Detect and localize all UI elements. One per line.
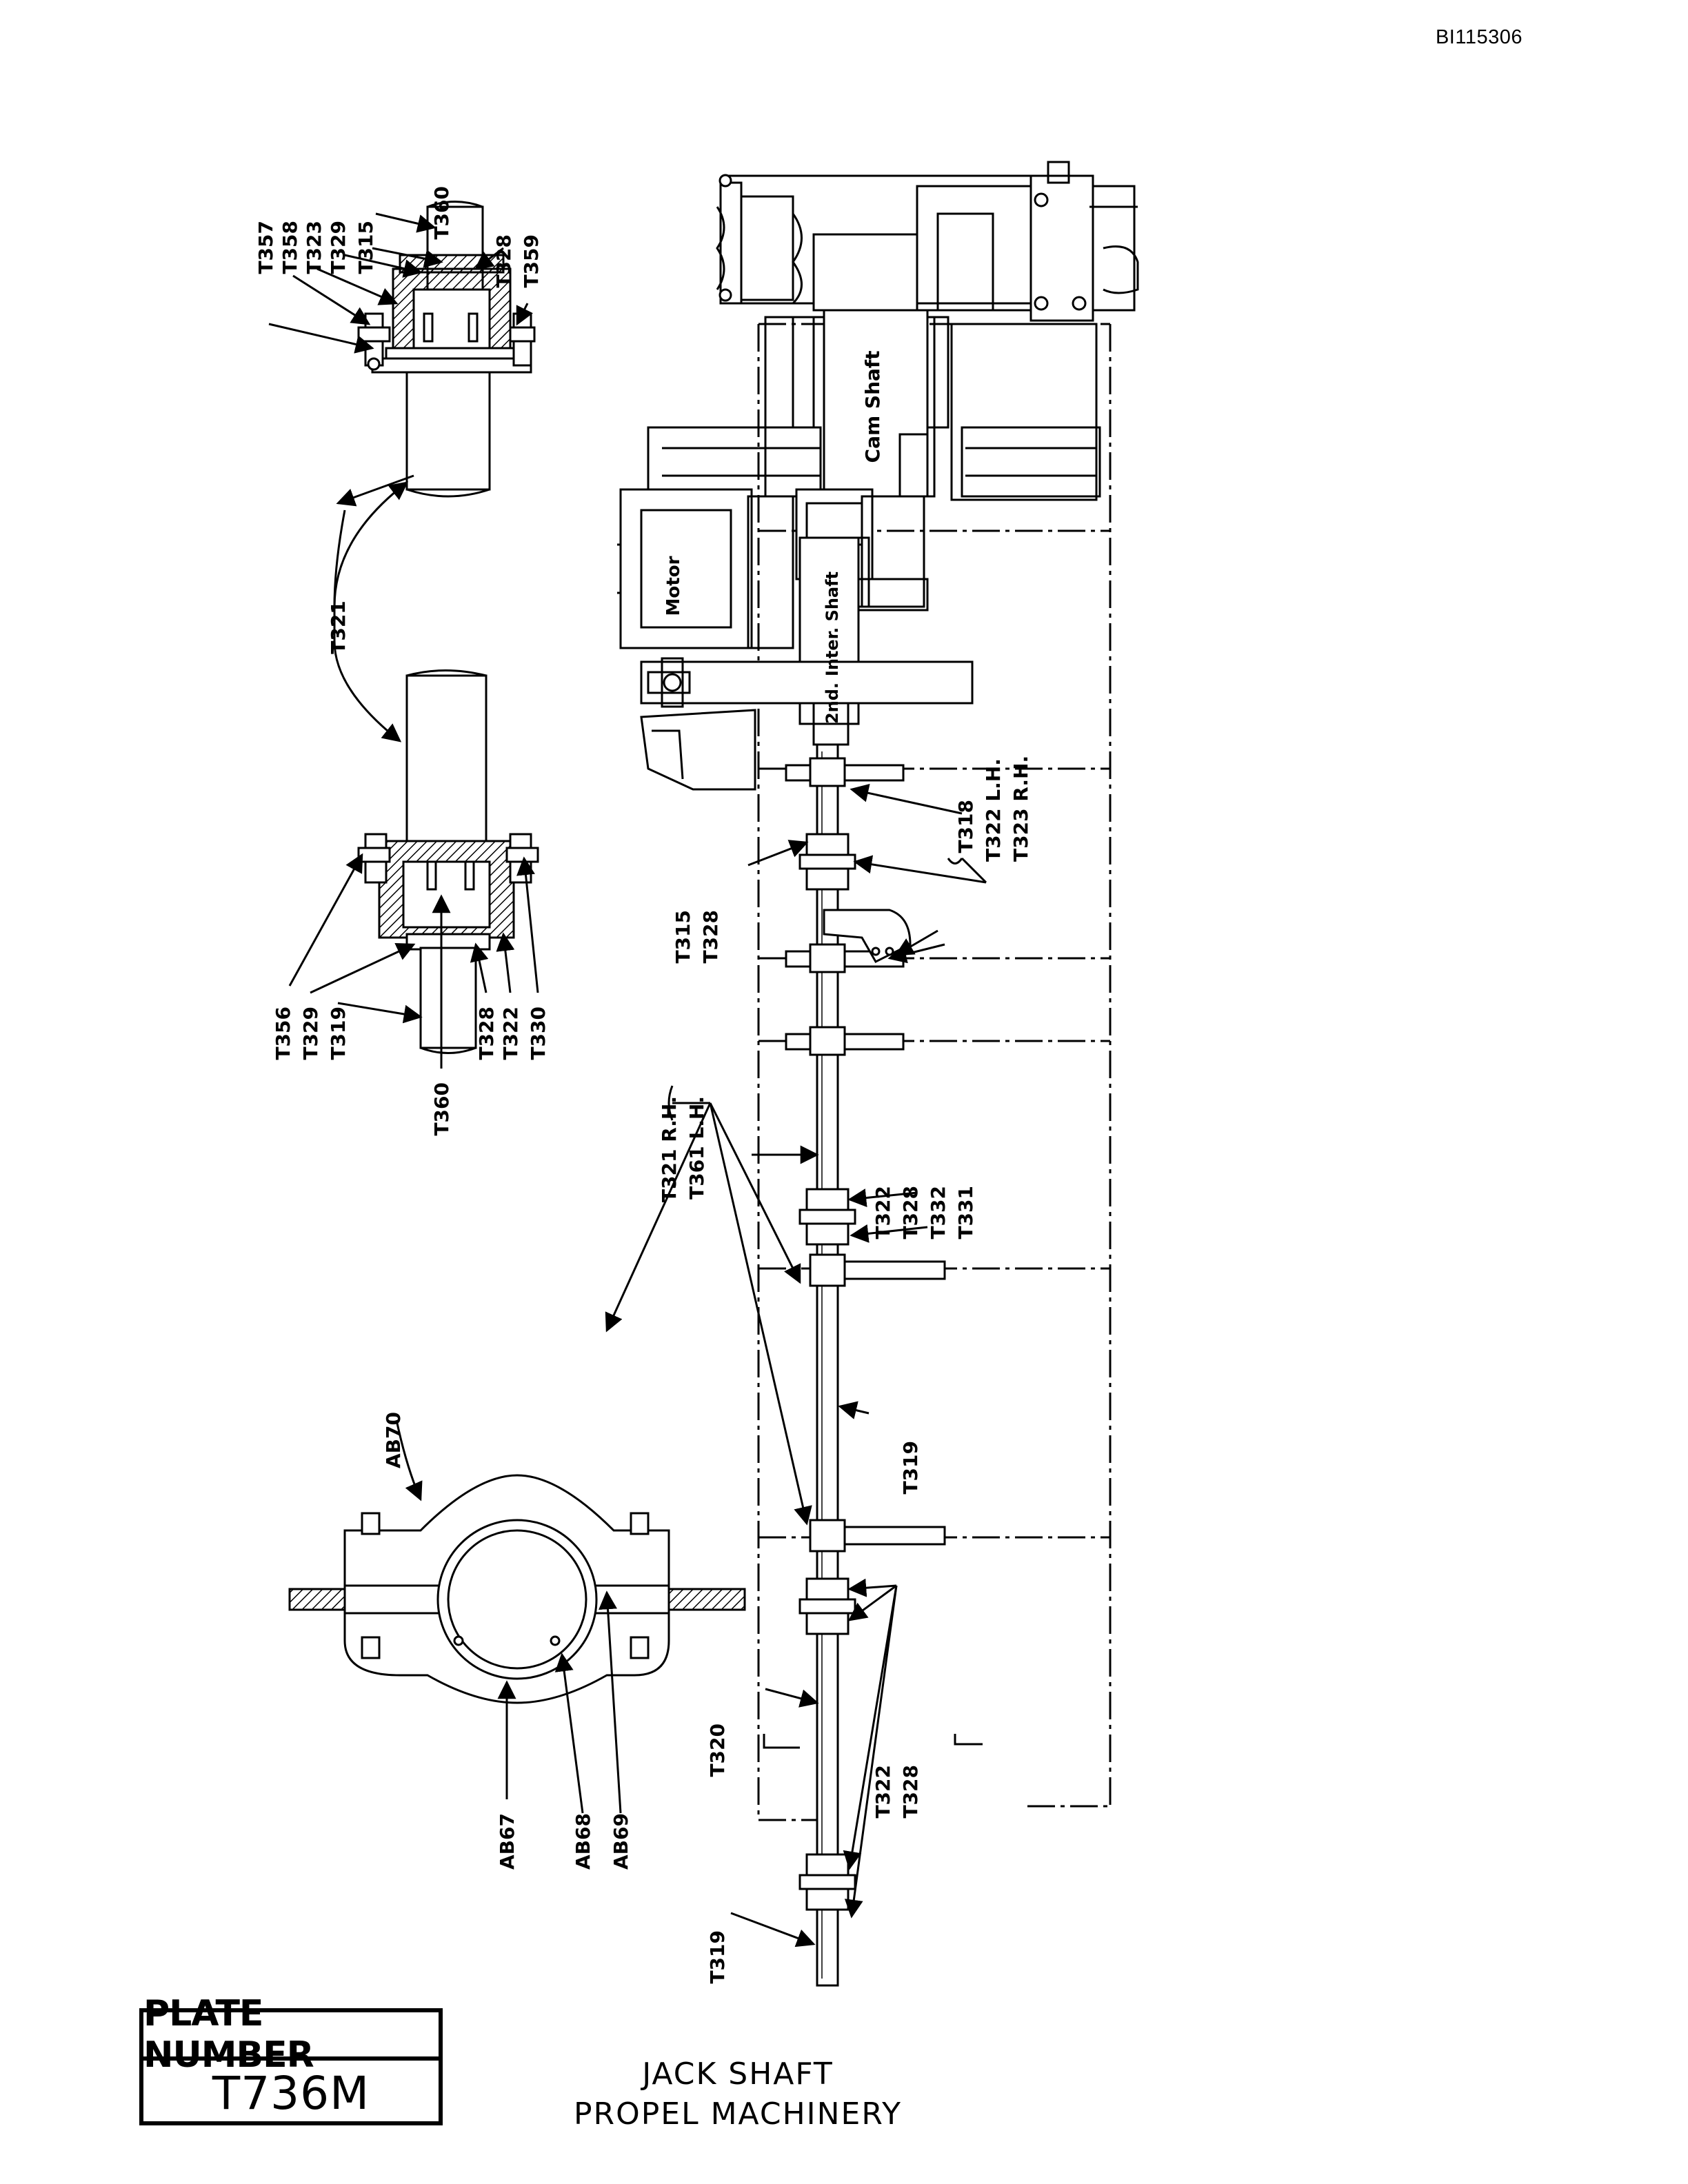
middle-detail [357, 669, 539, 1054]
main-leaders [605, 784, 987, 1948]
label-t322-mid: T322 [499, 1007, 522, 1060]
label-t319-mid: T319 [327, 1007, 350, 1060]
title-line-2: PROPEL MACHINERY [574, 2096, 902, 2132]
label-ab68: AB68 [572, 1813, 594, 1870]
label-t323: T323 [303, 221, 325, 274]
main-labels: T318 T322 L.H. T323 R.H. T315 T328 T321 … [658, 756, 1032, 1984]
label-t332: T332 [927, 1186, 950, 1240]
bearing-detail [288, 1474, 746, 1704]
second-inter-label: 2nd. [823, 682, 842, 724]
label-t357: T357 [254, 221, 277, 274]
drawing-title: JACK SHAFT PROPEL MACHINERY [538, 2054, 938, 2134]
label-ab67: AB67 [496, 1813, 519, 1870]
top-detail [357, 201, 536, 498]
label-t319-a: T319 [899, 1441, 922, 1495]
label-ab70: AB70 [382, 1412, 405, 1468]
frame-small-brackets [763, 1734, 983, 1749]
motor-label: Motor [663, 556, 684, 616]
label-t360-mid: T360 [430, 1082, 453, 1136]
plate-number-box: PLATE NUMBER T736M [139, 1993, 443, 2125]
label-t359: T359 [520, 234, 543, 288]
plate-number: T736M [212, 2066, 370, 2120]
middle-detail-leaders [288, 481, 539, 1069]
bearing-detail-labels: AB70 AB67 AB68 AB69 [382, 1412, 632, 1870]
label-t358: T358 [279, 221, 301, 274]
cam-shaft-label: Cam Shaft [861, 351, 884, 463]
label-t328-c: T328 [899, 1765, 922, 1819]
inter-shaft-label: Inter. Shaft [823, 572, 842, 676]
plate-header: PLATE NUMBER [143, 1993, 439, 2076]
label-t322-a: T322 [872, 1186, 894, 1240]
label-t321-rh: T321 R.H. [658, 1096, 681, 1202]
label-t329-mid: T329 [299, 1007, 322, 1060]
label-t322-lh: T322 L.H. [982, 758, 1005, 862]
top-detail-labels: T357 T358 T323 T329 T315 T360 T328 T359 [254, 186, 543, 288]
document-id: BI115306 [1435, 26, 1523, 48]
label-t315-top: T315 [354, 221, 377, 274]
label-t360-top: T360 [430, 186, 453, 240]
jack-shaft [785, 743, 946, 1987]
label-t323-rh: T323 R.H. [1009, 756, 1032, 862]
label-t356: T356 [272, 1007, 294, 1060]
label-t328-a: T328 [699, 910, 722, 964]
cam-shaft-assembly [647, 309, 1101, 501]
middle-detail-labels: T356 T329 T319 T360 T328 T322 T330 [272, 1007, 550, 1136]
top-gear-housing [716, 161, 1139, 322]
label-t318: T318 [954, 800, 977, 853]
label-t331: T331 [954, 1186, 977, 1240]
label-t319-b: T319 [706, 1930, 729, 1984]
label-t315: T315 [672, 910, 694, 964]
label-t328-top: T328 [492, 234, 515, 288]
main-brace-lines [667, 857, 987, 1121]
label-t322-b: T322 [872, 1765, 894, 1819]
label-t320: T320 [706, 1723, 729, 1777]
label-t321-detail: T321 [327, 600, 350, 654]
bearing-detail-leaders [395, 1419, 622, 1814]
label-t330: T330 [527, 1007, 550, 1060]
label-t328-mid: T328 [475, 1007, 498, 1060]
label-ab69: AB69 [610, 1813, 632, 1870]
top-detail-leaders [268, 212, 533, 507]
inter-shaft-assembly [640, 536, 974, 791]
title-line-1: JACK SHAFT [642, 2056, 834, 2092]
label-t361-lh: T361 L.H. [685, 1096, 708, 1200]
label-t329: T329 [327, 221, 350, 274]
label-t328-b: T328 [899, 1186, 922, 1240]
